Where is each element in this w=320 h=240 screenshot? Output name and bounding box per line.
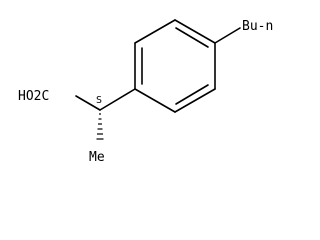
benzene-ring [134, 19, 216, 113]
ring-double-bond-1 [175, 27, 209, 48]
chemical-structure-diagram: Bu-n HO2C S Me [18, 19, 273, 165]
stereo-descriptor-label: S [96, 95, 102, 106]
ring-to-stereocenter-bond [99, 88, 136, 111]
hashed-wedge-bond [96, 113, 104, 140]
ring-double-bond-2 [175, 84, 209, 105]
ring-bond-1 [174, 19, 216, 44]
ring-bond-6 [134, 19, 176, 44]
butyl-bond [214, 27, 241, 44]
methyl-label: Me [89, 150, 105, 165]
ring-bond-4 [134, 88, 176, 113]
butyl-label: Bu-n [242, 19, 273, 34]
carboxyl-label: HO2C [18, 89, 49, 104]
stereocenter-to-carboxyl-bond [75, 95, 101, 111]
ring-bond-3 [174, 88, 216, 113]
